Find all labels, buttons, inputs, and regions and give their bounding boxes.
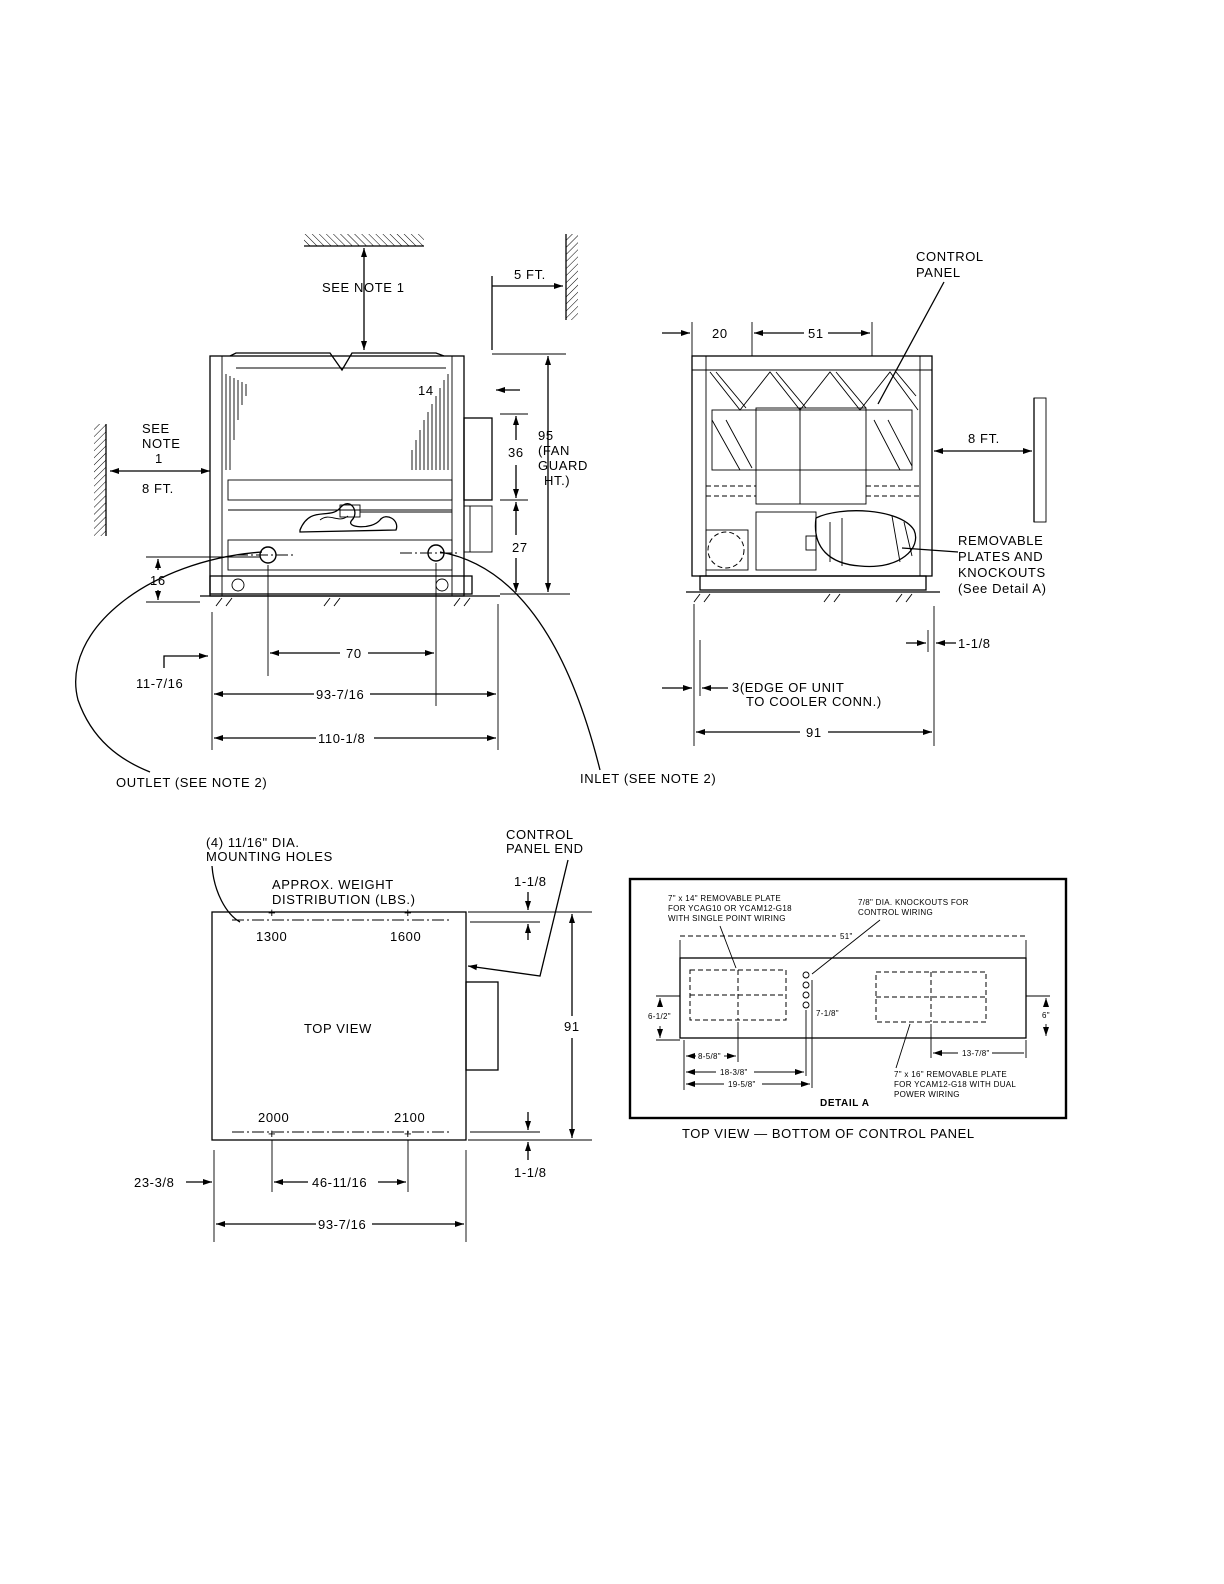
detail-a: 7" x 14" REMOVABLE PLATE FOR YCAG10 OR Y… [628, 877, 1068, 1141]
removable-label-3: KNOCKOUTS [958, 565, 1046, 580]
detail-dim-8-5-8: 8-5/8" [698, 1052, 721, 1061]
weight-2000: 2000 [258, 1110, 289, 1125]
side-wall-hatch [1033, 397, 1047, 523]
dim-20: 20 [712, 326, 728, 341]
mounting-holes-1: (4) 11/16" DIA. [206, 835, 300, 850]
edge-note-1: 3(EDGE OF UNIT [732, 680, 844, 695]
see-label: SEE [142, 421, 170, 436]
detail-dim-51: 51" [840, 932, 853, 941]
wall-right-hatch [566, 234, 578, 320]
top-view: (4) 11/16" DIA. MOUNTING HOLES CONTROL P… [134, 827, 592, 1242]
dim-36: 36 [508, 445, 524, 460]
front-coil-right [411, 374, 449, 470]
clear-right-5ft: 5 FT. [514, 267, 546, 282]
side-view: CONTROL PANEL 20 51 [662, 249, 1047, 746]
detail-dim-7-1-8: 7-1/8" [816, 1009, 839, 1018]
dim-70: 70 [346, 646, 362, 661]
note-number: 1 [155, 451, 163, 466]
dim-27: 27 [512, 540, 528, 555]
detail-dim-6-1-2: 6-1/2" [648, 1012, 671, 1021]
compressor-piping [299, 503, 398, 533]
side-unit-body [691, 355, 933, 577]
plate1-line3: WITH SINGLE POINT WIRING [668, 914, 786, 923]
removable-label-1: REMOVABLE [958, 533, 1043, 548]
dim-95-guard: GUARD [538, 458, 588, 473]
detail-dim-6: 6" [1042, 1011, 1050, 1020]
detail-dim-13-7-8: 13-7/8" [962, 1049, 990, 1058]
detail-panel [679, 957, 1027, 1039]
mount-1300-marker: + [268, 905, 276, 920]
outlet-label: OUTLET (SEE NOTE 2) [116, 775, 267, 790]
dim-95: 95 [538, 428, 554, 443]
weight-label-1: APPROX. WEIGHT [272, 877, 394, 892]
dim-16: 16 [150, 573, 166, 588]
removable-label-4: (See Detail A) [958, 581, 1047, 596]
plate2-line3: POWER WIRING [894, 1090, 960, 1099]
side-dim-91: 91 [806, 725, 822, 740]
dim-93-7-16: 93-7/16 [316, 687, 364, 702]
mount-2100-marker: + [404, 1126, 412, 1141]
knockouts-line2: CONTROL WIRING [858, 908, 933, 917]
mount-1600-marker: + [404, 905, 412, 920]
control-panel-label-1: CONTROL [916, 249, 984, 264]
top-dim-23-3-8: 23-3/8 [134, 1175, 174, 1190]
dim-11-7-16: 11-7/16 [136, 676, 183, 691]
detail-a-title: DETAIL A [820, 1098, 870, 1109]
note-label: NOTE [142, 436, 181, 451]
inlet-label: INLET (SEE NOTE 2) [580, 771, 716, 786]
plate1-line1: 7" x 14" REMOVABLE PLATE [668, 894, 781, 903]
top-dim-46-11-16: 46-11/16 [312, 1175, 367, 1190]
control-panel-end-2: PANEL END [506, 841, 584, 856]
top-dim-1-1-8-bot: 1-1/8 [514, 1165, 547, 1180]
top-dim-93-7-16: 93-7/16 [318, 1217, 366, 1232]
weight-1600: 1600 [390, 929, 421, 944]
see-note-1-top: SEE NOTE 1 [322, 280, 405, 295]
side-clear-8ft: 8 FT. [968, 431, 1000, 446]
weight-2100: 2100 [394, 1110, 425, 1125]
plate1-line2: FOR YCAG10 OR YCAM12-G18 [668, 904, 792, 913]
side-dim-1-1-8: 1-1/8 [958, 636, 991, 651]
top-view-title: TOP VIEW [304, 1021, 372, 1036]
detail-a-caption: TOP VIEW — BOTTOM OF CONTROL PANEL [682, 1126, 975, 1141]
control-panel-label-2: PANEL [916, 265, 961, 280]
detail-dim-19-5-8: 19-5/8" [728, 1080, 756, 1089]
wall-top-hatch [304, 234, 424, 246]
side-compressor [814, 510, 917, 568]
mount-2000-marker: + [268, 1126, 276, 1141]
edge-note-2: TO COOLER CONN.) [746, 694, 882, 709]
top-control-box [465, 981, 499, 1071]
front-control-box [463, 417, 493, 501]
mounting-holes-2: MOUNTING HOLES [206, 849, 333, 864]
removable-label-2: PLATES AND [958, 549, 1043, 564]
plate2-line2: FOR YCAM12-G18 WITH DUAL [894, 1080, 1016, 1089]
top-dim-1-1-8-top: 1-1/8 [514, 874, 547, 889]
dim-51: 51 [808, 326, 824, 341]
dim-14: 14 [418, 383, 434, 398]
dim-95-ht: HT.) [544, 473, 570, 488]
top-dim-91: 91 [564, 1019, 580, 1034]
plate2-line1: 7" x 16" REMOVABLE PLATE [894, 1070, 1007, 1079]
dim-95-fan: (FAN [538, 443, 570, 458]
detail-a-frame [628, 877, 1068, 1120]
control-panel-end-1: CONTROL [506, 827, 574, 842]
wall-left-hatch [94, 424, 106, 536]
detail-dim-18-3-8: 18-3/8" [720, 1068, 748, 1077]
clear-left-8ft: 8 FT. [142, 481, 174, 496]
weight-1300: 1300 [256, 929, 287, 944]
dim-110-1-8: 110-1/8 [318, 731, 365, 746]
weight-label-2: DISTRIBUTION (LBS.) [272, 892, 416, 907]
front-view: SEE NOTE 1 5 FT. SEE NOTE 1 8 FT. [75, 234, 716, 790]
knockouts-line1: 7/8" DIA. KNOCKOUTS FOR [858, 898, 969, 907]
front-coil-left [225, 374, 247, 470]
side-fan-housing [755, 407, 867, 505]
